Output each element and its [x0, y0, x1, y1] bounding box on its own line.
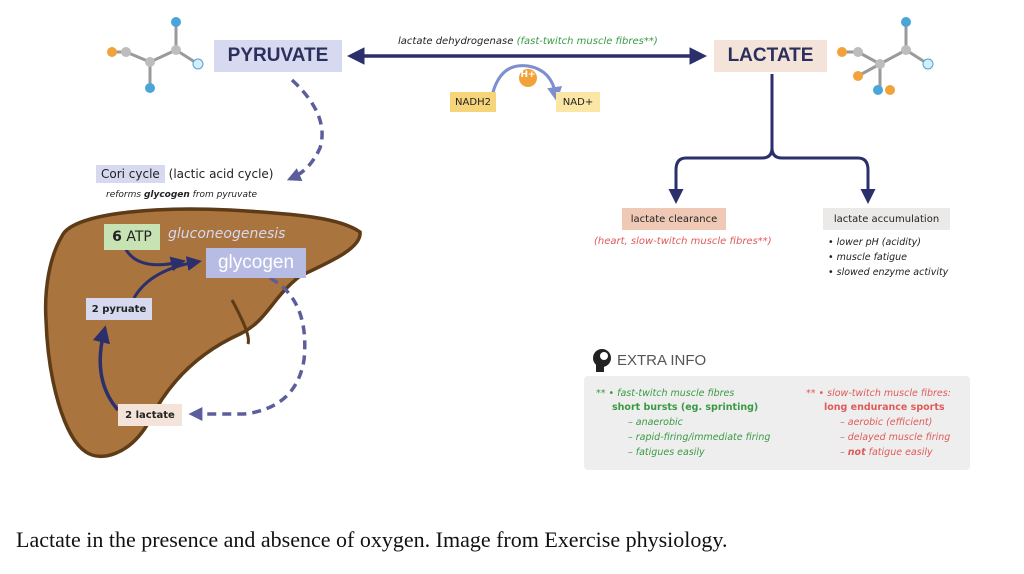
glycogen-label: glycogen [206, 248, 306, 278]
cori-cycle-subtitle: reforms glycogen from pyruvate [106, 190, 258, 200]
pyruvate-molecule [107, 17, 204, 93]
two-lactate-label: 2 lactate [118, 404, 182, 426]
cori-cycle-tag: Cori cycle [96, 165, 165, 183]
list-item: – delayed muscle firing [840, 432, 951, 443]
h-plus-circle [519, 69, 537, 87]
atom-carbon [145, 57, 155, 67]
lactate-label: LACTATE [714, 40, 827, 72]
extra-info-title: EXTRA INFO [617, 352, 707, 369]
fast-twitch-heading: ** • fast-twitch muscle fibres [596, 388, 735, 399]
lactate-molecule [837, 17, 934, 95]
atom-h3c [107, 47, 117, 57]
atp-to-glycogen-arrow [122, 245, 186, 272]
atom-carbon [901, 45, 911, 55]
h-plus-label: H+ [520, 70, 536, 80]
list-item: • muscle fatigue [828, 252, 908, 263]
atom-carbon [121, 47, 131, 57]
atom-carbon [853, 47, 863, 57]
list-item: • lower pH (acidity) [828, 237, 921, 248]
atom-oxygen [145, 83, 155, 93]
extra-info-panel [584, 376, 970, 470]
nadh-nad-arc [490, 64, 563, 102]
atom-carbon [171, 45, 181, 55]
nadh-label: NADH2 [450, 92, 496, 112]
figure-caption: Lactate in the presence and absence of o… [16, 527, 728, 552]
list-item: – aerobic (efficient) [840, 417, 933, 428]
enzyme-note: (fast-twitch muscle fibres**) [516, 36, 658, 47]
liver-shape [43, 207, 362, 459]
lactate-to-pyruvate-arrow [92, 325, 120, 412]
lactate-accumulation-label: lactate accumulation [823, 208, 950, 230]
head-icon [593, 349, 611, 372]
pyruvate-to-cori-dashed-arrow [286, 78, 324, 181]
two-pyruvate-label: 2 pyruate [86, 298, 152, 320]
list-item: – anaerobic [628, 417, 683, 428]
fast-twitch-bold: short bursts (eg. sprinting) [612, 402, 759, 413]
lactate-branch-line [770, 147, 876, 204]
atom-oxygen [922, 58, 934, 70]
pyruvate-to-glycogen-arrow [132, 256, 202, 299]
atom-oxygen [192, 58, 204, 70]
atom-oxygen [901, 17, 911, 27]
slow-twitch-heading: ** • slow-twitch muscle fibres: [806, 388, 951, 399]
nad-label: NAD+ [556, 92, 600, 112]
list-item: – not fatigue easily [840, 447, 933, 458]
lactate-accumulation-list: • lower pH (acidity) • muscle fatigue • … [828, 235, 948, 280]
gluconeogenesis-label: gluconeogenesis [168, 226, 286, 242]
lactate-clearance-note: (heart, slow-twitch muscle fibres**) [594, 236, 772, 247]
atom-hydrogen [853, 71, 863, 81]
pyruvate-label: PYRUVATE [214, 40, 342, 72]
glycogen-to-lactate-dashed-arrow [188, 276, 307, 421]
atom-oxygen [873, 85, 883, 95]
atom-hydrogen [885, 85, 895, 95]
cori-cycle-label: Cori cycle (lactic acid cycle) [96, 165, 274, 183]
list-item: – rapid-firing/immediate firing [628, 432, 771, 443]
atom-oxygen [171, 17, 181, 27]
list-item: • slowed enzyme activity [828, 267, 949, 278]
slow-twitch-bold: long endurance sports [824, 402, 945, 413]
lactate-branch-line [668, 74, 774, 204]
atom-h3c [837, 47, 847, 57]
list-item: – fatigues easily [628, 447, 705, 458]
atom-carbon [875, 59, 885, 69]
atp-label: 6 ATP [104, 224, 160, 250]
cori-cycle-rest: (lactic acid cycle) [168, 167, 274, 181]
lactate-clearance-label: lactate clearance [622, 208, 726, 230]
enzyme-label: lactate dehydrogenase (fast-twitch muscl… [398, 36, 658, 47]
